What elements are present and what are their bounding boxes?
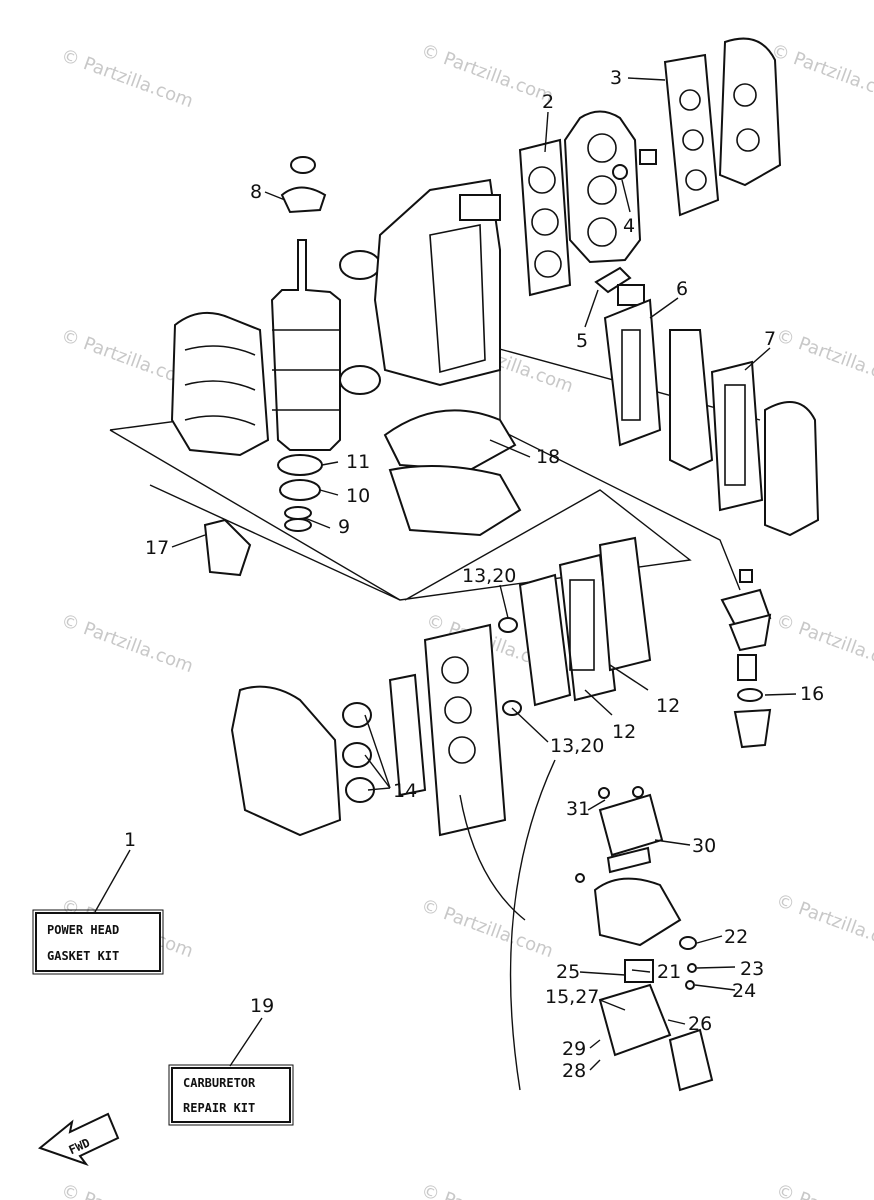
exhaust-outer-cover (764, 401, 820, 537)
callout-17: 17 (145, 537, 169, 559)
intake-manifold (423, 623, 507, 837)
kit-label-line2: REPAIR KIT (183, 1101, 255, 1115)
silencer-gasket (388, 673, 427, 797)
callout-23: 23 (740, 958, 764, 980)
cylinder-block (373, 178, 501, 387)
watermark: © Partzilla.com (773, 1180, 874, 1200)
callout-13-20-top: 13,20 (462, 565, 516, 587)
power-head-gasket-kit-box: POWER HEAD GASKET KIT (32, 909, 164, 975)
watermark: © Partzilla.com (58, 1180, 196, 1200)
fwd-arrow-icon: FWD (37, 1112, 120, 1167)
carburetor-assembly (459, 759, 714, 1092)
callout-30: 30 (692, 835, 716, 857)
anode-cover (203, 518, 252, 577)
callout-3: 3 (610, 67, 622, 89)
callout-25: 25 (556, 961, 580, 983)
callout-6: 6 (676, 278, 688, 300)
callout-13-20-bottom: 13,20 (550, 735, 604, 757)
callout-2: 2 (542, 91, 554, 113)
o-rings-13 (498, 617, 522, 716)
watermark: © Partzilla.com (58, 610, 196, 677)
callout-22: 22 (724, 926, 748, 948)
callout-9: 9 (338, 516, 350, 538)
watermark: © Partzilla.com (418, 1180, 556, 1200)
callout-19: 19 (250, 995, 274, 1017)
oil-seal-housing (280, 156, 327, 214)
thermostat-gasket (594, 266, 645, 306)
callout-29: 29 (562, 1038, 586, 1060)
callout-4: 4 (623, 215, 635, 237)
head-cover-gasket (663, 53, 720, 217)
head-gasket (518, 138, 572, 297)
callout-16: 16 (800, 683, 824, 705)
callout-21: 21 (657, 961, 681, 983)
callout-14: 14 (393, 780, 417, 802)
carburetor-repair-kit-box: CARBURETOR REPAIR KIT (168, 1064, 294, 1126)
crankcase-half (170, 311, 270, 457)
watermark: © Partzilla.com (58, 45, 196, 112)
base-gasket (383, 409, 522, 537)
silencer-cover (230, 685, 342, 837)
callout-12-left: 12 (612, 721, 636, 743)
crankshaft (270, 239, 381, 451)
callout-12-right: 12 (656, 695, 680, 717)
carb-gaskets (342, 702, 375, 803)
callout-8: 8 (250, 181, 262, 203)
watermark: © Partzilla.com (773, 890, 874, 957)
callout-26: 26 (688, 1013, 712, 1035)
kit-label-line1: POWER HEAD (47, 923, 119, 937)
callout-labels: 3 2 4 5 6 7 8 11 10 9 18 17 13,20 12 12 … (124, 67, 824, 1082)
head-cover (718, 37, 782, 187)
fuel-joint (720, 569, 772, 749)
exhaust-inner-cover (669, 329, 714, 472)
watermark: © Partzilla.com (418, 895, 556, 962)
callout-31: 31 (566, 798, 590, 820)
watermark: © Partzilla.com (418, 40, 556, 107)
bearing-stack (277, 454, 323, 532)
reed-valve-assembly (518, 536, 652, 707)
thermostat-cap (612, 149, 657, 180)
leader-lines (94, 77, 797, 1071)
callout-28: 28 (562, 1060, 586, 1082)
kit-label-line1: CARBURETOR (183, 1076, 256, 1090)
watermark: © Partzilla.com (773, 325, 874, 392)
callout-15-27: 15,27 (545, 986, 599, 1008)
exhaust-cover-gasket (710, 360, 764, 512)
cylinder-head (563, 110, 642, 264)
watermark: © Partzilla.com (768, 40, 874, 107)
callout-11: 11 (346, 451, 370, 473)
callout-24: 24 (732, 980, 756, 1002)
watermark: © Partzilla.com (773, 610, 874, 677)
callout-10: 10 (346, 485, 370, 507)
callout-18: 18 (536, 446, 560, 468)
kit-label-line2: GASKET KIT (47, 949, 119, 963)
callout-7: 7 (764, 328, 776, 350)
callout-1: 1 (124, 829, 136, 851)
callout-5: 5 (576, 330, 588, 352)
exhaust-gasket (603, 298, 662, 447)
